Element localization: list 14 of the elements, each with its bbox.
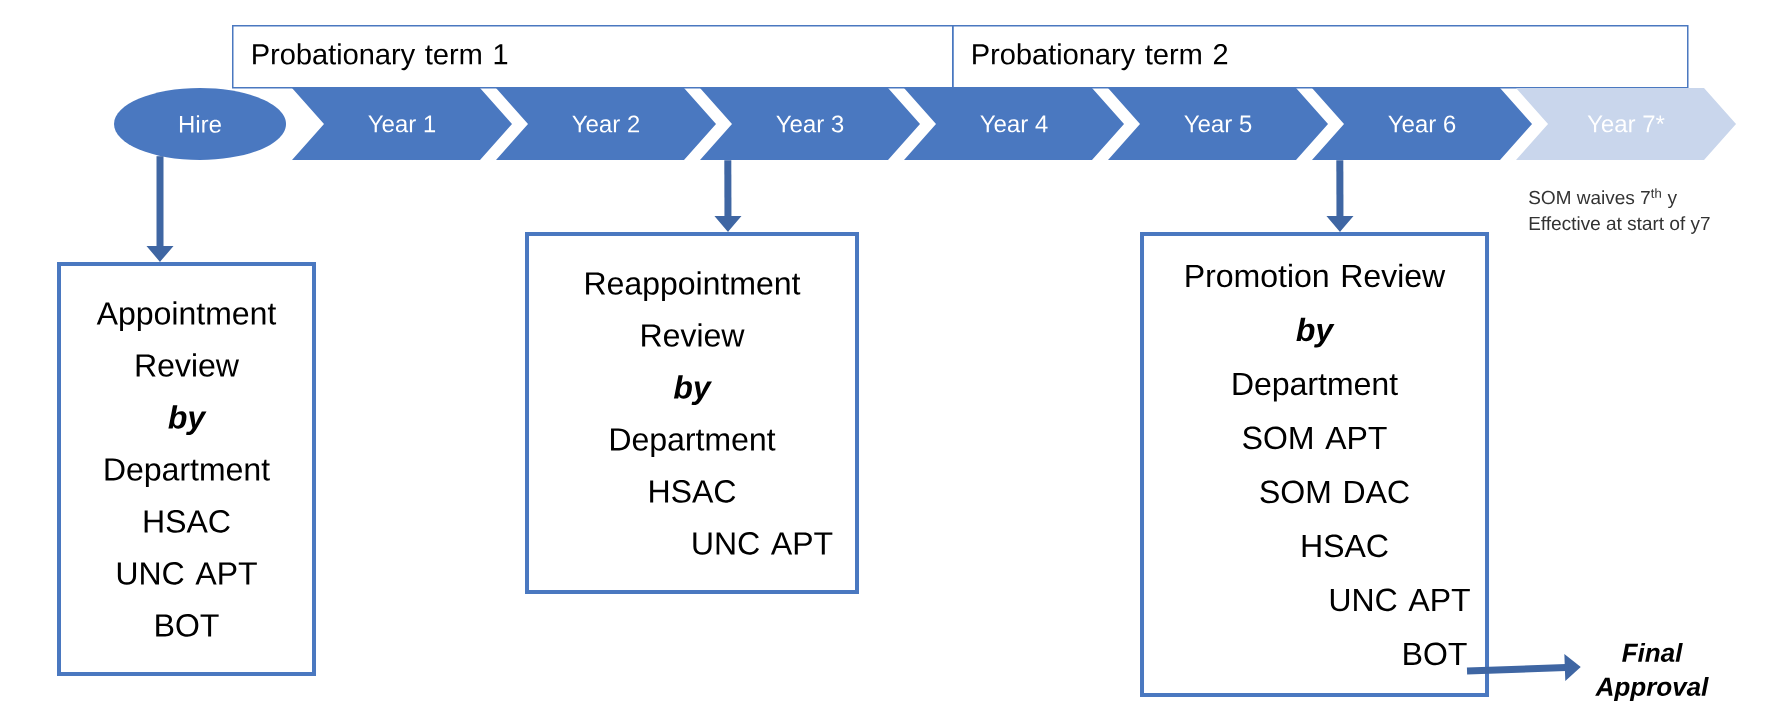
year-tab: Year 3 — [700, 88, 920, 160]
review-box: Appointment Review by Department HSAC UNC APT BOT — [57, 262, 316, 676]
year-tab: Year 1 — [292, 88, 512, 160]
year-tab: Year 2 — [496, 88, 716, 160]
year-tab: Year 5 — [1108, 88, 1328, 160]
term-band: Probationary term 1 — [232, 25, 954, 89]
review-box: Promotion Review by Department SOM APT SOM DAC HSAC UNC APT BOT — [1140, 232, 1489, 697]
year-tab: Year 6 — [1312, 88, 1532, 160]
note-text: SOM waives 7$^{th}$ y — [1529, 188, 1677, 209]
year-tab: Year 4 — [904, 88, 1124, 160]
approval-text: Final Approval — [1595, 642, 1709, 702]
term-band: Probationary term 2 — [952, 25, 1689, 89]
note-text: Effective at start of y7 — [1529, 216, 1710, 234]
review-box: Reappointment Review by Department HSAC UNC APT — [525, 232, 859, 594]
